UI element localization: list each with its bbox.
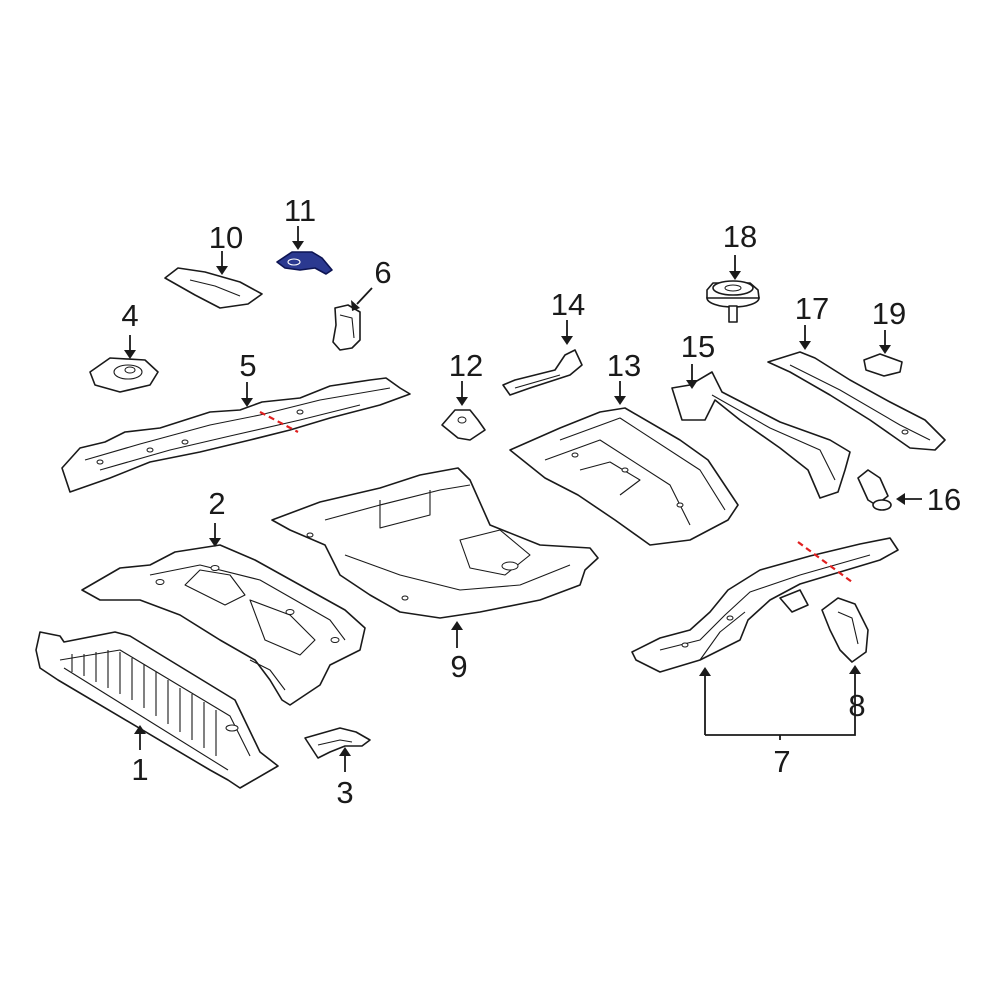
part-3-bracket[interactable] <box>304 727 371 759</box>
part-8-bracket[interactable] <box>821 597 869 663</box>
part-9-spare-wheel-pan[interactable] <box>271 467 599 619</box>
part-16-pin[interactable] <box>857 469 892 511</box>
part-6-bracket[interactable] <box>332 304 361 351</box>
part-17-cross-member[interactable] <box>767 351 946 451</box>
part-5-cut-mark <box>259 411 299 433</box>
callout-3[interactable]: 3 <box>336 775 353 810</box>
callout-5[interactable]: 5 <box>239 348 256 383</box>
part-18-hold-down[interactable] <box>706 280 760 323</box>
part-5-side-member[interactable] <box>61 377 411 493</box>
part-13-rear-floor-pan[interactable] <box>509 407 739 546</box>
callout-6[interactable]: 6 <box>374 255 391 290</box>
part-14-rod-bracket[interactable] <box>502 349 583 396</box>
callout-14[interactable]: 14 <box>551 287 585 322</box>
part-2-center-member[interactable] <box>81 544 366 706</box>
callout-17[interactable]: 17 <box>795 291 829 326</box>
callout-13[interactable]: 13 <box>607 348 641 383</box>
part-7-rear-side-member[interactable] <box>631 537 899 673</box>
part-1-cross-member[interactable] <box>35 631 279 789</box>
callout-9[interactable]: 9 <box>450 649 467 684</box>
callout-18[interactable]: 18 <box>723 219 757 254</box>
callout-11[interactable]: 11 <box>284 193 316 228</box>
part-19-pad[interactable] <box>863 353 903 377</box>
callout-4[interactable]: 4 <box>121 298 138 333</box>
callout-2[interactable]: 2 <box>208 486 225 521</box>
callout-7-bracket <box>705 688 856 740</box>
callout-10[interactable]: 10 <box>209 220 243 255</box>
part-15-side-panel[interactable] <box>671 371 851 499</box>
part-10-bracket[interactable] <box>164 267 263 309</box>
callout-labels: 1 2 3 4 5 6 7 8 9 10 11 12 13 14 15 16 1… <box>121 193 961 810</box>
leader-arrows <box>124 226 922 772</box>
callout-16[interactable]: 16 <box>927 482 961 517</box>
callout-7[interactable]: 7 <box>773 744 790 779</box>
callout-8[interactable]: 8 <box>848 688 865 723</box>
part-11-bracket-highlighted[interactable] <box>276 251 333 275</box>
part-7-cut-mark <box>797 541 853 583</box>
callout-12[interactable]: 12 <box>449 348 483 383</box>
callout-19[interactable]: 19 <box>872 296 906 331</box>
part-4-reinforcement[interactable] <box>89 357 159 393</box>
callout-1[interactable]: 1 <box>131 752 148 787</box>
callout-15[interactable]: 15 <box>681 329 715 364</box>
part-12-mount[interactable] <box>441 409 486 441</box>
